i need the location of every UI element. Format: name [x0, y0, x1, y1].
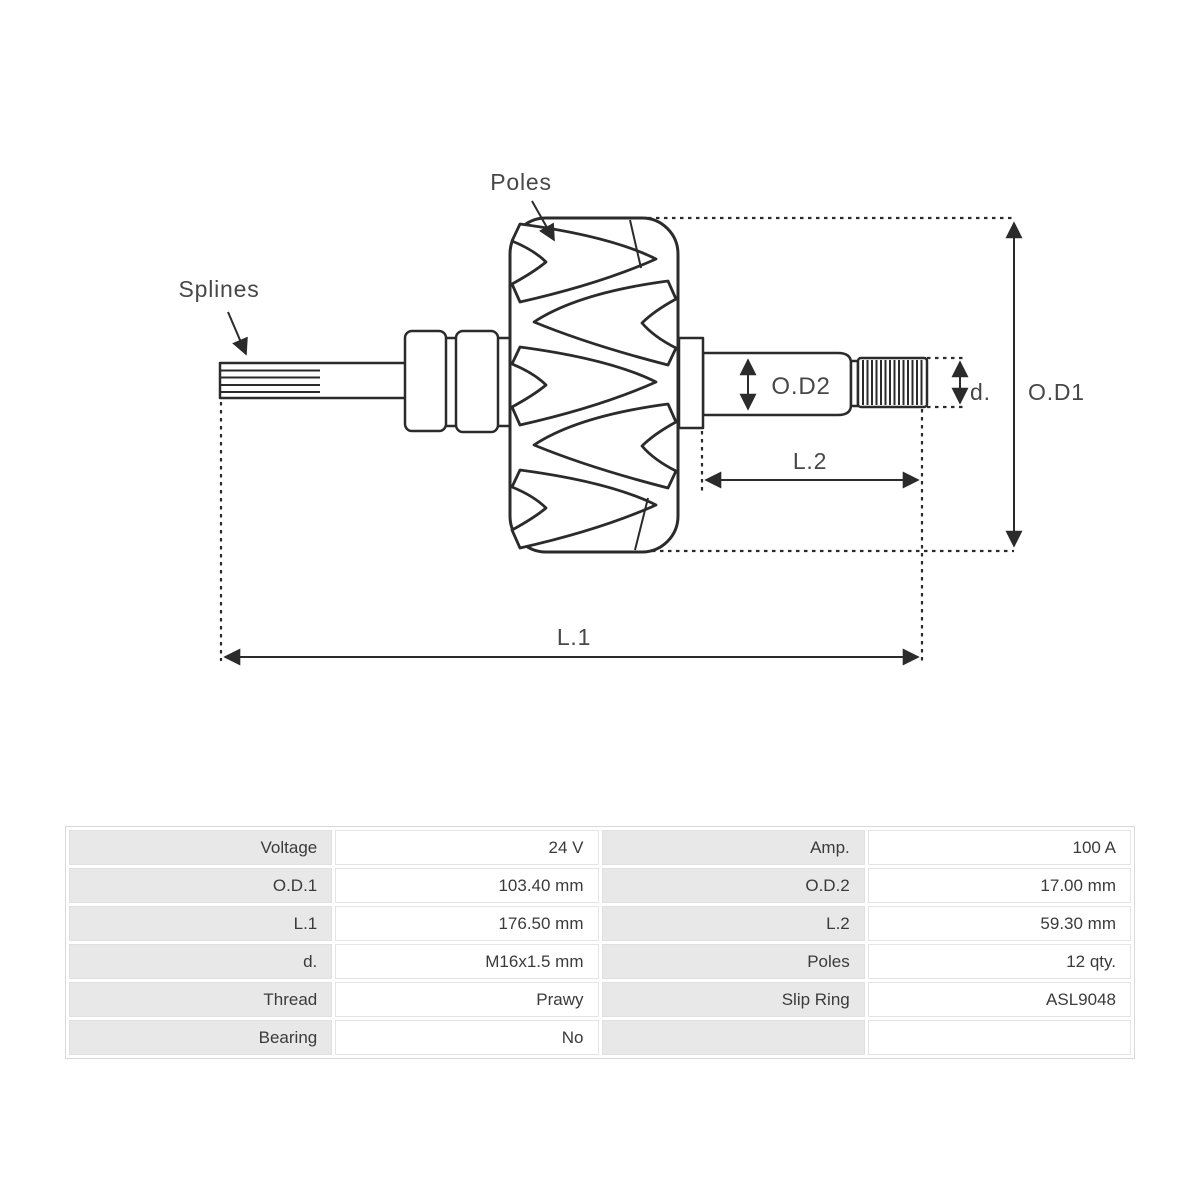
dimension-lines	[223, 200, 1023, 666]
spec-value	[867, 1020, 1131, 1055]
spec-value: 12 qty.	[867, 944, 1131, 979]
od2-dimension-label: O.D2	[771, 373, 830, 400]
construction-lines	[219, 216, 1014, 661]
spec-label: L.2	[601, 906, 865, 941]
table-row: Bearing No	[69, 1020, 1131, 1055]
spec-label: Voltage	[69, 830, 333, 865]
spec-label: d.	[69, 944, 333, 979]
spec-label: Amp.	[601, 830, 865, 865]
spec-label: O.D.2	[601, 868, 865, 903]
poles-label: Poles	[490, 169, 552, 195]
pole-pack	[508, 216, 680, 554]
spec-value: 59.30 mm	[867, 906, 1131, 941]
table-row: d. M16x1.5 mm Poles 12 qty.	[69, 944, 1131, 979]
spec-value: ASL9048	[867, 982, 1131, 1017]
spec-value: 24 V	[335, 830, 599, 865]
table-row: Voltage 24 V Amp. 100 A	[69, 830, 1131, 865]
spec-label	[601, 1020, 865, 1055]
table-row: L.1 176.50 mm L.2 59.30 mm	[69, 906, 1131, 941]
spec-value: No	[335, 1020, 599, 1055]
slip-rings	[403, 329, 512, 434]
spec-value: M16x1.5 mm	[335, 944, 599, 979]
spec-value: 176.50 mm	[335, 906, 599, 941]
spec-value: 17.00 mm	[867, 868, 1131, 903]
l2-dimension-label: L.2	[793, 448, 827, 474]
splines-label: Splines	[178, 276, 259, 302]
thread-hatching	[862, 360, 923, 405]
d-dimension-label: d.	[970, 379, 991, 405]
spec-value: 103.40 mm	[335, 868, 599, 903]
table-row: O.D.1 103.40 mm O.D.2 17.00 mm	[69, 868, 1131, 903]
spec-label: Bearing	[69, 1020, 333, 1055]
spec-value: Prawy	[335, 982, 599, 1017]
spec-label: Poles	[601, 944, 865, 979]
table-row: Thread Prawy Slip Ring ASL9048	[69, 982, 1131, 1017]
spec-label: Slip Ring	[601, 982, 865, 1017]
spline-shaft	[218, 361, 409, 400]
spec-label: O.D.1	[69, 868, 333, 903]
spec-label: Thread	[69, 982, 333, 1017]
od1-dimension-label: O.D1	[1028, 379, 1085, 405]
l1-dimension-label: L.1	[557, 624, 591, 650]
spec-table: Voltage 24 V Amp. 100 A O.D.1 103.40 mm …	[65, 826, 1135, 1059]
rotor-diagram: Splines Poles O.D2 d. O.D1 L.2 L.1	[178, 169, 1085, 666]
spec-value: 100 A	[867, 830, 1131, 865]
spec-label: L.1	[69, 906, 333, 941]
